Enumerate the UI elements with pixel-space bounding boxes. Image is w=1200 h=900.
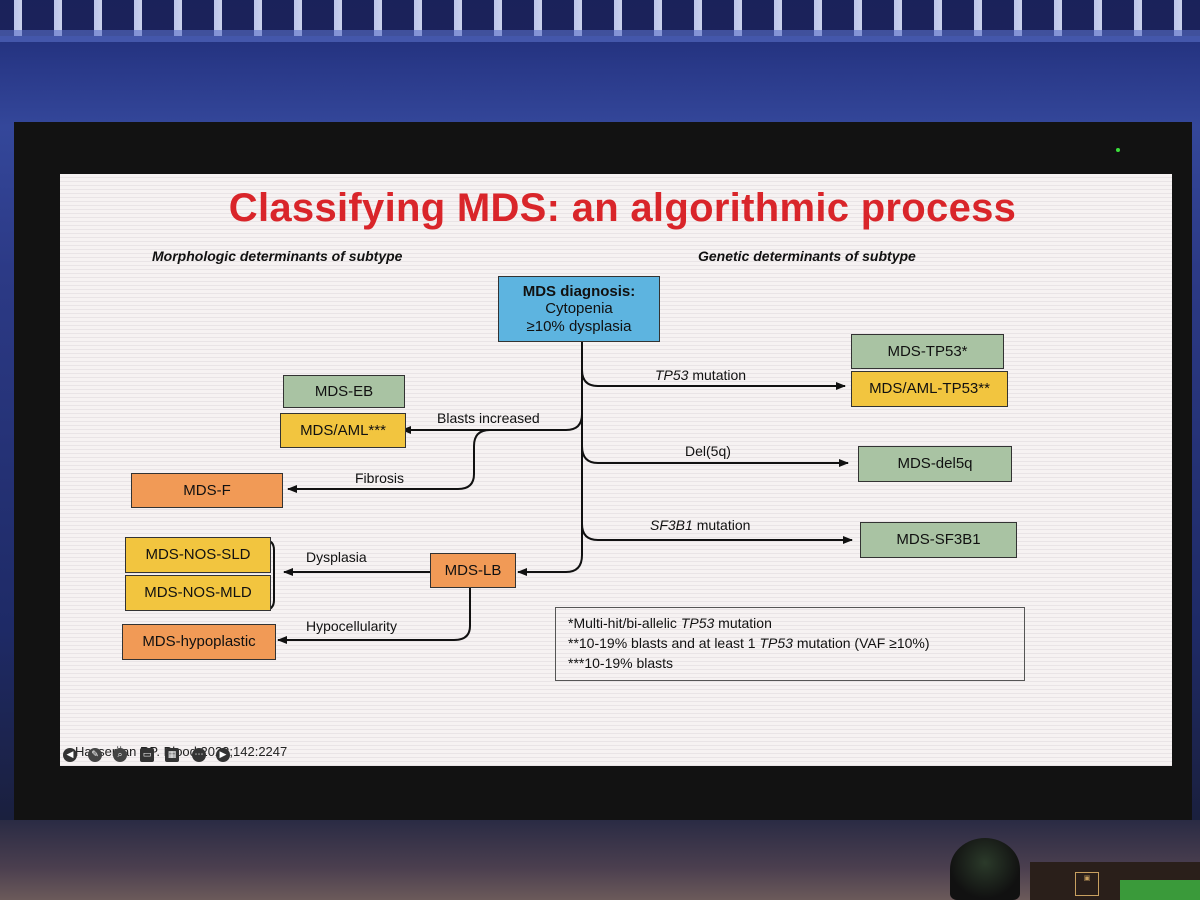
sf3b1-gene-text: SF3B1: [650, 517, 693, 533]
mds-diagnosis-box: MDS diagnosis: Cytopenia ≥10% dysplasia: [498, 276, 660, 342]
mds-nos-mld-box: MDS-NOS-MLD: [125, 575, 271, 611]
mds-eb-box: MDS-EB: [283, 375, 405, 408]
citation: Hasserjian RP. Blood 2023;142:2247: [75, 744, 288, 759]
slide-title: Classifying MDS: an algorithmic process: [228, 186, 1017, 230]
mds-del5q-box: MDS-del5q: [858, 446, 1012, 482]
diagnosis-title: MDS diagnosis:: [522, 283, 636, 301]
dysplasia-label: Dysplasia: [306, 549, 367, 565]
legend-2-post: mutation (VAF ≥10%): [792, 635, 930, 651]
sign-logo-icon: ▣: [1075, 872, 1099, 896]
genetic-heading: Genetic determinants of subtype: [698, 248, 916, 264]
footnote-legend: *Multi-hit/bi-allelic TP53 mutation **10…: [555, 607, 1025, 681]
ceiling-band: [0, 30, 1200, 42]
legend-line-2: **10-19% blasts and at least 1 TP53 muta…: [568, 633, 1012, 653]
tp53-gene-text: TP53: [655, 367, 689, 383]
previous-slide-icon[interactable]: ◀: [63, 748, 77, 762]
legend-2-gene: TP53: [759, 635, 793, 651]
legend-line-1: *Multi-hit/bi-allelic TP53 mutation: [568, 613, 1012, 633]
fibrosis-label: Fibrosis: [355, 470, 405, 486]
plant: [950, 838, 1020, 900]
legend-2-pre: **10-19% blasts and at least 1: [568, 635, 760, 651]
mds-f-box: MDS-F: [131, 473, 283, 508]
more-options-icon[interactable]: ⋯: [192, 748, 206, 762]
room-floor: [0, 820, 1200, 900]
mds-sf3b1-box: MDS-SF3B1: [860, 522, 1017, 558]
mds-aml-box: MDS/AML***: [280, 413, 406, 448]
diagnosis-cytopenia: Cytopenia: [545, 300, 613, 318]
del5q-label: Del(5q): [685, 443, 731, 459]
sf3b1-mutation-label: SF3B1 mutation: [650, 517, 750, 533]
slides-grid-icon[interactable]: ▦: [165, 748, 179, 762]
status-light: [1116, 148, 1120, 152]
legend-1-pre: *Multi-hit/bi-allelic: [568, 615, 681, 631]
legend-1-gene: TP53: [680, 615, 715, 631]
mds-tp53-box: MDS-TP53*: [851, 334, 1004, 369]
sf3b1-rest-text: mutation: [692, 517, 751, 533]
sign-green-panel: [1120, 880, 1200, 900]
mds-hypoplastic-box: MDS-hypoplastic: [122, 624, 276, 660]
legend-line-3: ***10-19% blasts: [568, 655, 674, 671]
tp53-mutation-label: TP53 mutation: [655, 367, 746, 383]
zoom-icon[interactable]: ⌕: [113, 748, 127, 762]
blasts-increased-label: Blasts increased: [437, 410, 540, 426]
subtitles-icon[interactable]: ▭: [140, 748, 154, 762]
hypocellularity-label: Hypocellularity: [306, 618, 398, 634]
mds-aml-tp53-box: MDS/AML-TP53**: [851, 371, 1008, 407]
legend-1-post: mutation: [714, 615, 772, 631]
mds-nos-sld-box: MDS-NOS-SLD: [125, 537, 271, 573]
tp53-rest-text: mutation: [688, 367, 747, 383]
diagnosis-dysplasia: ≥10% dysplasia: [526, 317, 632, 335]
pen-icon[interactable]: ✎: [88, 748, 102, 762]
next-slide-icon[interactable]: ▶: [216, 748, 230, 762]
morphologic-heading: Morphologic determinants of subtype: [152, 248, 403, 264]
mds-lb-box: MDS-LB: [430, 553, 516, 588]
